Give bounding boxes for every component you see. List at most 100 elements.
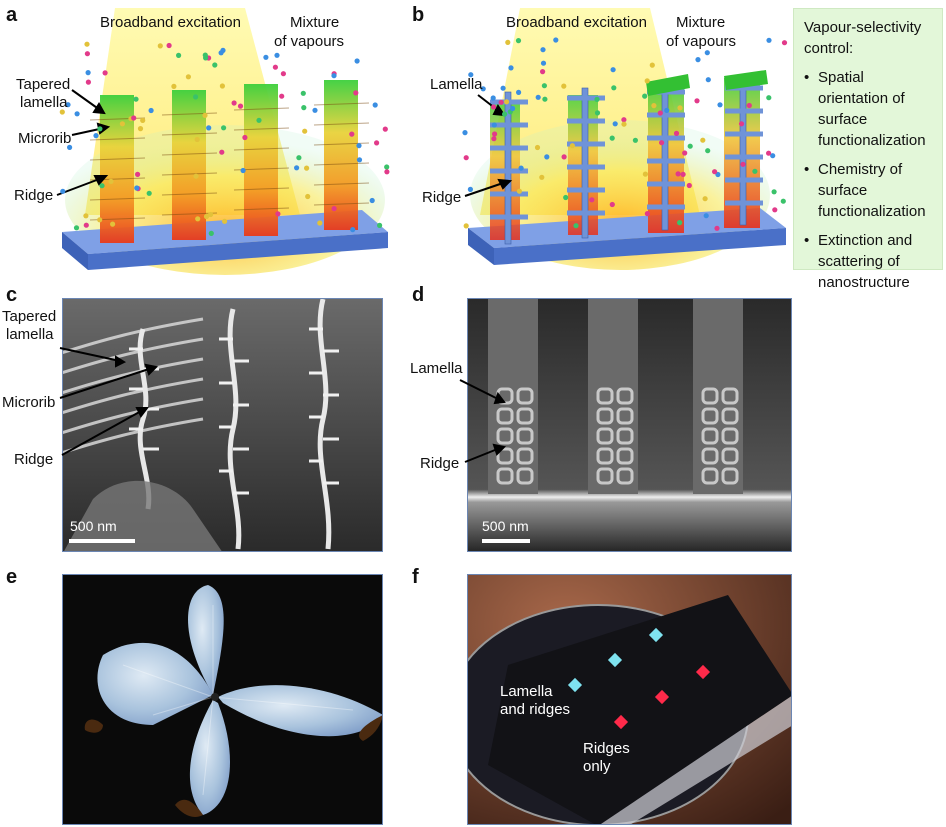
vapour-particle — [218, 50, 224, 56]
vapour-particle — [73, 225, 80, 231]
vapour-particle — [781, 40, 788, 46]
vapour-particle — [589, 197, 595, 203]
vapour-particle — [695, 57, 701, 63]
vapour-particle — [59, 109, 65, 115]
vapour-particle — [60, 188, 66, 194]
vapour-particle — [502, 111, 508, 117]
vapour-particle — [133, 96, 139, 102]
vapour-particle — [632, 137, 639, 143]
vapour-particle — [193, 94, 199, 100]
vapour-particle — [331, 206, 337, 212]
vapour-particle — [540, 47, 546, 53]
vapour-particle — [540, 60, 547, 66]
sidebar-list: •Spatial orientation of surface function… — [804, 67, 934, 293]
vapour-particle — [542, 96, 548, 102]
vapour-particle — [705, 77, 711, 83]
bullet-icon: • — [804, 69, 810, 86]
vapour-particle — [518, 165, 524, 171]
sidebar-item: •Chemistry of surface functionalization — [804, 159, 934, 222]
vapour-particle — [305, 193, 311, 200]
vapour-particle — [675, 171, 681, 177]
vapour-particle — [704, 50, 710, 56]
vapour-particle — [374, 140, 380, 146]
sidebar-title-line-1: Vapour-selectivity — [804, 19, 922, 36]
vapour-particle — [148, 107, 154, 114]
vapour-selectivity-box: Vapour-selectivity control: •Spatial ori… — [793, 8, 943, 291]
vapour-particle — [377, 222, 383, 228]
sidebar-item: •Extinction and scattering of nanostruct… — [804, 230, 934, 293]
vapour-particle — [137, 126, 144, 132]
vapour-particle — [219, 83, 225, 89]
vapour-particle — [463, 155, 469, 161]
vapour-particle — [766, 150, 772, 156]
vapour-particle — [594, 96, 600, 102]
vapour-particle — [84, 41, 90, 47]
label-ridge-b: Ridge — [422, 189, 462, 206]
vapour-particle — [275, 211, 281, 217]
vapour-particle — [561, 154, 567, 160]
vapour-particle — [682, 150, 688, 156]
chip-photo — [467, 574, 792, 825]
butterfly-photo — [62, 574, 383, 825]
vapour-particle — [766, 37, 772, 43]
vapour-particle — [242, 134, 248, 141]
vapour-particle — [231, 100, 237, 106]
vapour-particle — [212, 62, 218, 68]
sem-image-d-graphic — [468, 299, 791, 551]
label-lamella-d: Lamella — [410, 360, 463, 377]
vapour-particle — [687, 143, 693, 149]
vapour-particle — [354, 58, 360, 64]
vapour-particle — [134, 185, 140, 191]
vapour-particle — [193, 173, 199, 179]
vapour-particle — [490, 95, 496, 101]
vapour-particle — [492, 131, 498, 137]
vapour-particle — [372, 102, 378, 108]
label-ridge-d: Ridge — [420, 455, 460, 472]
vapour-particle — [157, 43, 163, 49]
vapour-particle — [219, 149, 225, 155]
vapour-particle — [202, 52, 208, 58]
vapour-particle — [594, 110, 601, 116]
vapour-particle — [491, 104, 497, 110]
vapour-particle — [83, 213, 89, 219]
vapour-particle — [498, 99, 504, 105]
vapour-particle — [516, 188, 523, 194]
vapour-particle — [516, 89, 522, 95]
label-tapered-a-2: lamella — [20, 94, 68, 111]
scale-label-d: 500 nm — [482, 518, 529, 534]
label-lamella-and-ridges-1: Lamella — [500, 683, 553, 700]
vapour-particle — [746, 102, 752, 109]
vapour-particle — [195, 216, 201, 222]
label-lamella-and-ridges-2: and ridges — [500, 701, 571, 718]
label-tapered-c-2: lamella — [6, 326, 54, 343]
vapour-particle — [222, 218, 228, 224]
vapour-particle — [642, 171, 649, 177]
vapour-particle — [535, 94, 541, 100]
vapour-particle — [569, 143, 576, 149]
vapour-particle — [772, 207, 778, 213]
vapour-particle — [356, 157, 363, 163]
vapour-particle — [146, 190, 152, 196]
vapour-particle — [659, 140, 665, 146]
vapour-particle — [353, 90, 359, 96]
vapour-particle — [97, 217, 103, 223]
vapour-particle — [382, 126, 388, 132]
vapour-particle — [561, 83, 567, 89]
sidebar-item-text: Chemistry of surface functionalization — [818, 161, 926, 220]
vapour-particle — [108, 178, 114, 184]
vapour-particle — [611, 85, 617, 91]
vapour-particle — [176, 52, 182, 59]
label-mixture-a-1: Mixture — [290, 14, 340, 31]
vapour-particle — [67, 144, 73, 150]
bullet-icon: • — [804, 232, 810, 249]
panel-letter-b: b — [412, 4, 425, 26]
vapour-particle — [540, 69, 546, 75]
vapour-particle — [504, 99, 510, 105]
vapour-particle — [279, 93, 285, 99]
panel-letter-e: e — [6, 566, 18, 588]
vapour-particle — [135, 171, 141, 177]
vapour-particle — [294, 165, 300, 171]
vapour-particle — [673, 130, 680, 136]
vapour-particle — [714, 225, 720, 231]
